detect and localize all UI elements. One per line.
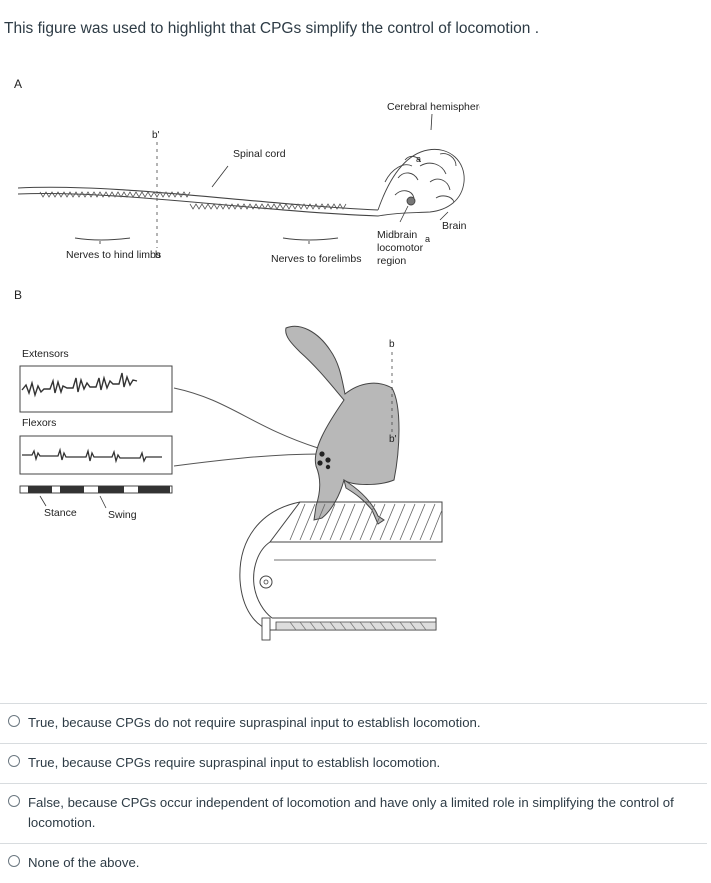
flexors-label: Flexors [22,417,56,429]
answer-option-2[interactable]: True, because CPGs require supraspinal i… [0,743,707,783]
spinal-cord-drawing [17,186,379,217]
b-prime-label-a: b' [152,130,160,141]
stance-label: Stance [44,507,77,519]
swing-label: Swing [108,509,137,521]
answer-option-1[interactable]: True, because CPGs do not require supras… [0,703,707,743]
a-upper-label: a [416,154,421,164]
treadmill-drawing [239,501,443,641]
cat-drawing [285,325,400,525]
answer-label-2[interactable]: True, because CPGs require supraspinal i… [28,755,441,770]
nerves-fore-label: Nerves to forelimbs [271,253,361,265]
answer-option-3[interactable]: False, because CPGs occur independent of… [0,783,707,843]
locomotion-figure: A Cerebral hemisphere Spinal cord b' b a… [0,70,480,650]
extensors-label: Extensors [22,348,69,360]
flexors-emg-trace [19,435,173,475]
b-label-a: b [155,250,161,261]
stance-swing-bar [19,485,173,494]
answer-radio-4[interactable] [8,855,20,867]
extensors-emg-trace [19,365,173,413]
midbrain-label-3: region [377,255,406,267]
midbrain-label-2: locomotor [377,242,424,254]
answer-option-4[interactable]: None of the above. [0,843,707,883]
brain-drawing [377,148,465,217]
b-prime-label-b: b' [389,434,397,445]
answer-label-1[interactable]: True, because CPGs do not require supras… [28,715,481,730]
answer-list: True, because CPGs do not require supras… [0,703,707,883]
cerebral-hemisphere-label: Cerebral hemisphere [387,101,480,113]
panel-a-letter: A [14,77,22,91]
answer-label-4[interactable]: None of the above. [28,855,140,870]
midbrain-label-1: Midbrain [377,229,417,241]
panel-b-letter: B [14,288,22,302]
spinal-cord-label: Spinal cord [233,148,286,160]
answer-radio-3[interactable] [8,795,20,807]
answer-radio-1[interactable] [8,715,20,727]
answer-radio-2[interactable] [8,755,20,767]
a-lower-label: a [425,234,430,244]
answer-label-3[interactable]: False, because CPGs occur independent of… [28,795,674,830]
nerves-hind-label: Nerves to hind limbs [66,249,161,261]
b-label-b: b [389,339,395,350]
brain-label: Brain [442,220,467,232]
question-text: This figure was used to highlight that C… [4,20,539,37]
